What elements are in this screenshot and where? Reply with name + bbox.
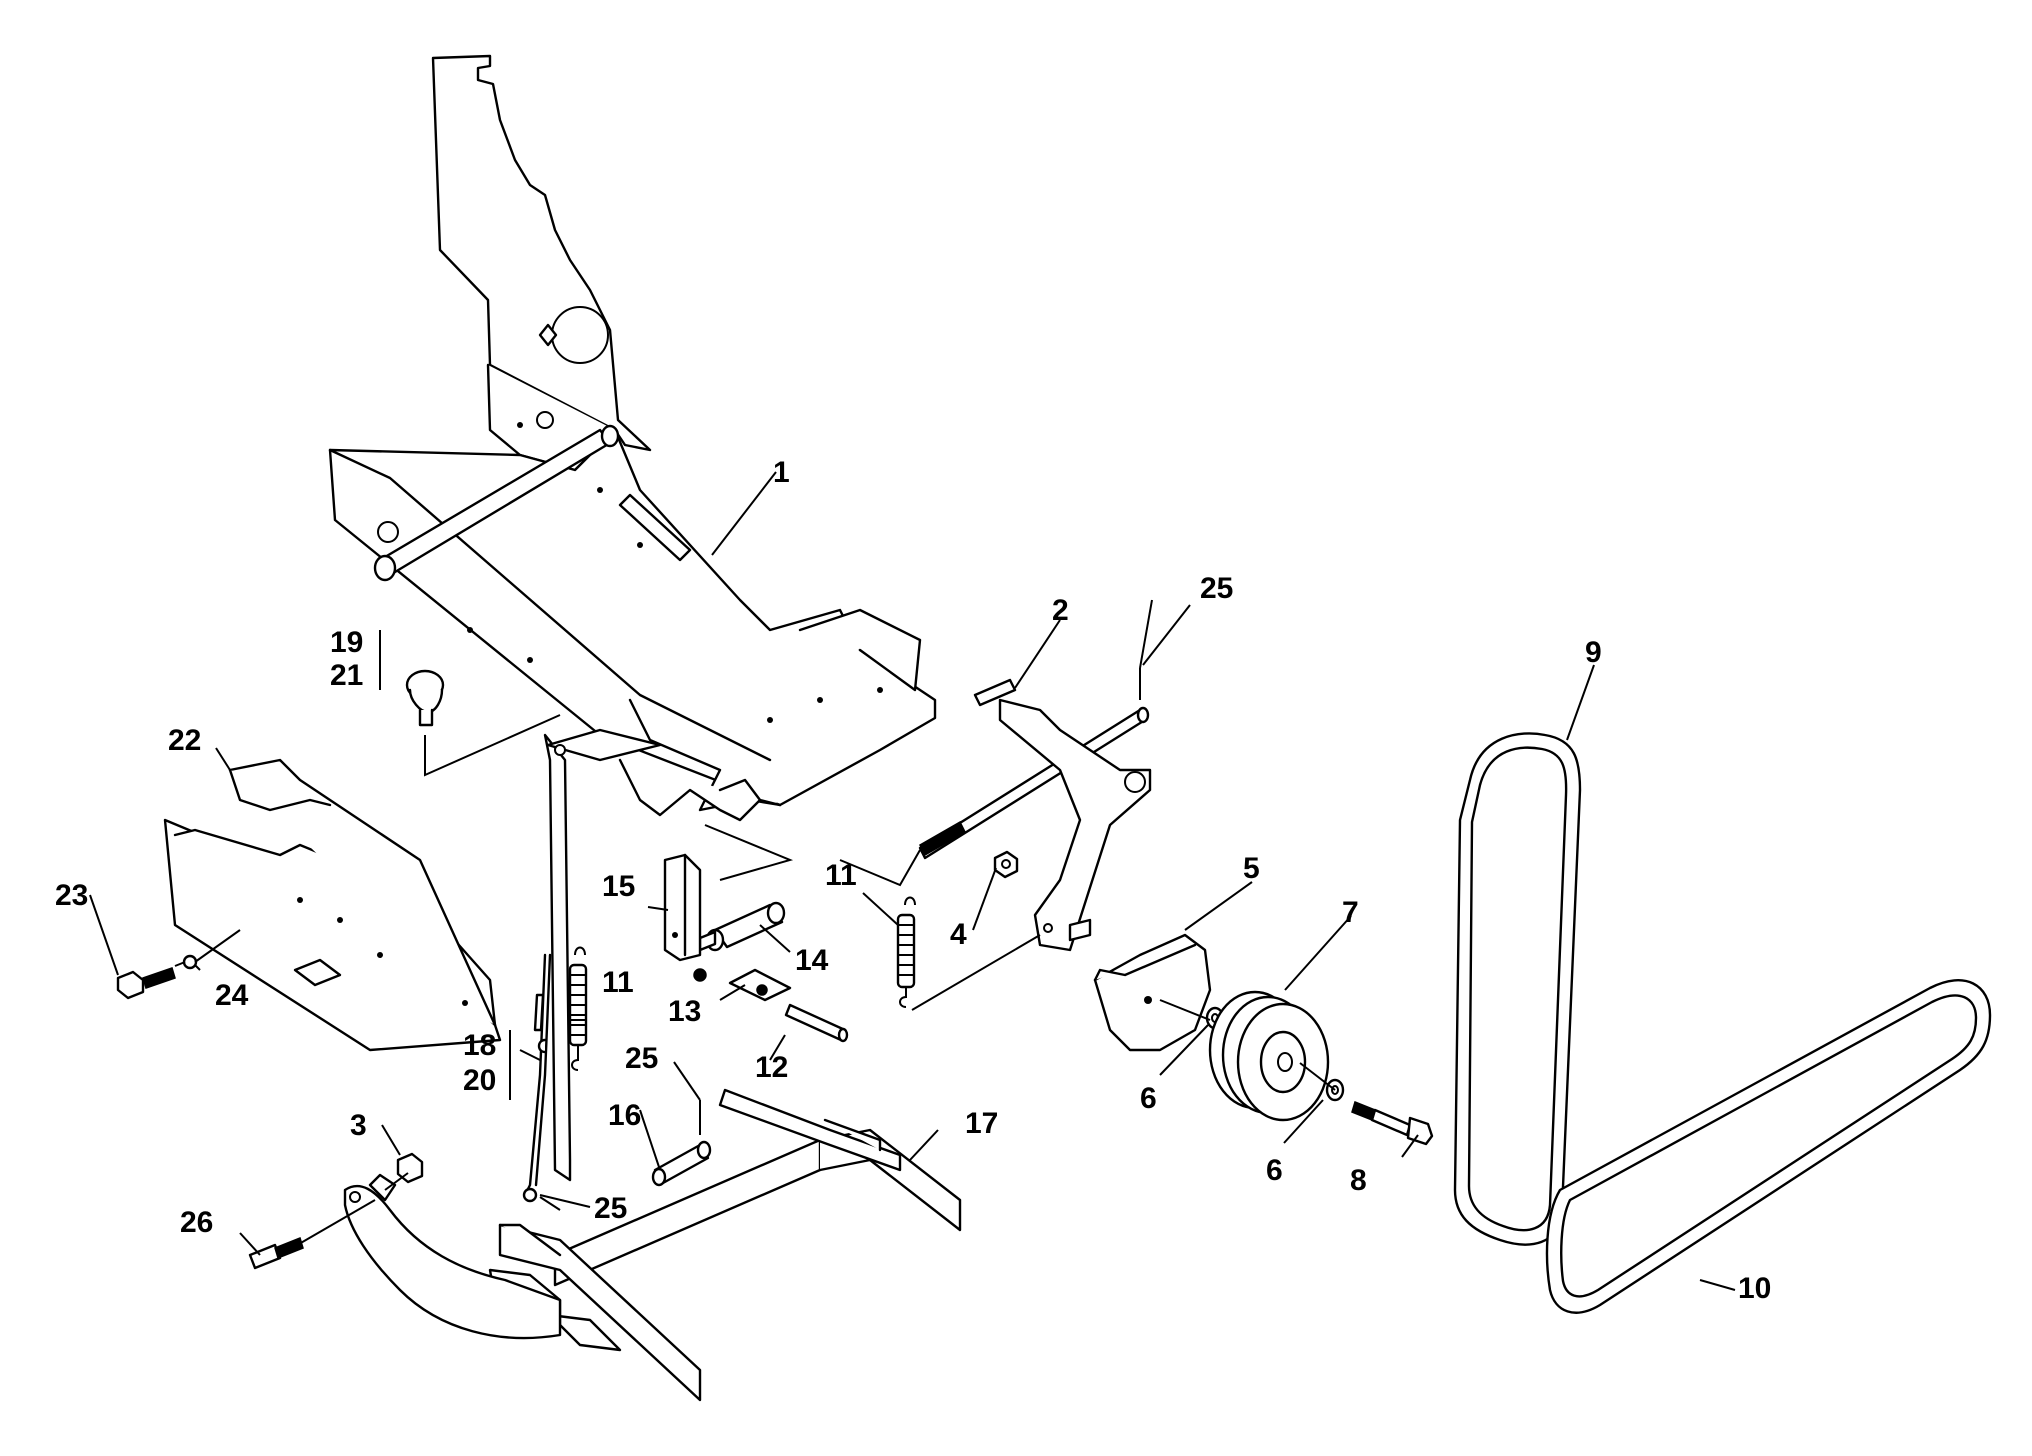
part-13-bracket bbox=[693, 968, 792, 1002]
callout-20: 20 bbox=[463, 1064, 496, 1097]
part-9-belt bbox=[1453, 732, 1582, 1246]
callout-25c: 25 bbox=[594, 1192, 627, 1225]
part-7-pulley bbox=[1208, 990, 1330, 1122]
part-15-sleeve-bracket bbox=[663, 853, 702, 962]
callout-3: 3 bbox=[350, 1109, 367, 1142]
callout-10: 10 bbox=[1738, 1272, 1771, 1305]
callout-9: 9 bbox=[1585, 636, 1602, 669]
idler-arm-bracket bbox=[998, 698, 1152, 952]
callout-8: 8 bbox=[1350, 1164, 1367, 1197]
part-22-side-panel bbox=[163, 758, 502, 1052]
part-12-pin bbox=[784, 1003, 849, 1043]
curved-link-arm bbox=[343, 1173, 562, 1340]
callout-23: 23 bbox=[55, 879, 88, 912]
part-11-spring-b bbox=[568, 946, 588, 1071]
callout-7: 7 bbox=[1342, 896, 1359, 929]
callout-19: 19 bbox=[330, 626, 363, 659]
callout-2: 2 bbox=[1052, 594, 1069, 627]
callout-11b: 11 bbox=[602, 966, 634, 999]
leader-lines bbox=[89, 471, 1736, 1291]
callout-21: 21 bbox=[330, 659, 363, 692]
callout-14: 14 bbox=[795, 944, 829, 977]
part-1-main-frame bbox=[328, 54, 937, 822]
part-2-pivot-rod bbox=[918, 678, 1150, 860]
part-16-pin bbox=[651, 1140, 712, 1187]
part-11-spring-a bbox=[896, 896, 916, 1008]
part-10-belt bbox=[1545, 979, 1992, 1314]
part-20-lever bbox=[543, 728, 662, 1182]
part-19-knob bbox=[405, 669, 445, 727]
callout-15: 15 bbox=[602, 870, 635, 903]
part-8-bolt bbox=[1351, 1100, 1434, 1146]
part-18-control-rod bbox=[522, 953, 552, 1203]
callout-17: 17 bbox=[965, 1107, 998, 1140]
callout-16: 16 bbox=[608, 1099, 641, 1132]
part-24-washer bbox=[182, 954, 198, 970]
part-17-cross-member bbox=[488, 1088, 962, 1402]
callout-labels: 1 2 3 4 5 6 6 7 8 9 10 11 11 12 13 14 15… bbox=[55, 456, 1771, 1305]
part-5-belt-guard bbox=[1093, 933, 1212, 1052]
callout-18: 18 bbox=[463, 1029, 496, 1062]
callout-11a: 11 bbox=[825, 859, 857, 892]
callout-25a: 25 bbox=[1200, 572, 1233, 605]
callout-5: 5 bbox=[1243, 852, 1260, 885]
callout-1: 1 bbox=[773, 456, 790, 489]
callout-6a: 6 bbox=[1140, 1082, 1157, 1115]
callout-25b: 25 bbox=[625, 1042, 658, 1075]
callout-22: 22 bbox=[168, 724, 201, 757]
part-14-roller bbox=[698, 901, 786, 952]
callout-26: 26 bbox=[180, 1206, 213, 1239]
callout-4: 4 bbox=[950, 918, 967, 951]
callout-13: 13 bbox=[668, 995, 701, 1028]
part-4-nut bbox=[993, 850, 1019, 879]
callout-6b: 6 bbox=[1266, 1154, 1283, 1187]
part-23-bolt bbox=[116, 967, 176, 1000]
callout-24: 24 bbox=[215, 979, 249, 1012]
callout-12: 12 bbox=[755, 1051, 788, 1084]
